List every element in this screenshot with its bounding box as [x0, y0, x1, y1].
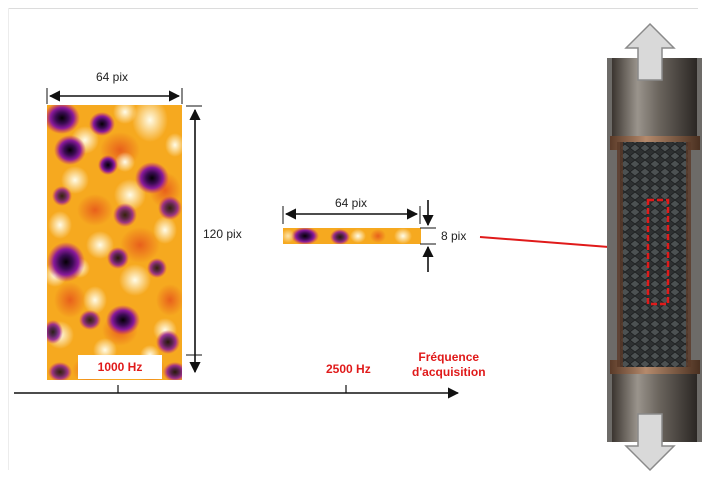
- heatmap-cold-spot: [135, 162, 169, 194]
- heatmap-cold-spot: [147, 258, 167, 278]
- heatmap-cold-spot: [47, 320, 63, 344]
- map-width-dimension: [46, 88, 183, 104]
- frame-top-border: [8, 8, 698, 9]
- map-width-label: 64 pix: [96, 70, 129, 84]
- heatmap-cold-spot: [163, 362, 182, 380]
- heatmap-warm-spot: [54, 282, 86, 318]
- heatmap-warm-spot: [156, 284, 182, 316]
- axis-title-line1: Fréquence: [418, 350, 480, 364]
- heatmap-hot-spot: [165, 133, 182, 157]
- heatmap-hot-spot: [113, 105, 137, 124]
- heatmap-cold-spot: [79, 310, 101, 330]
- strip-height-dimension: [420, 200, 436, 272]
- heatmap-hot-spot: [115, 152, 135, 172]
- specimen-photo: [607, 58, 702, 442]
- heatmap-cold-spot: [156, 330, 180, 354]
- heatmap-cold-spot: [158, 196, 182, 220]
- heatmap-warm-spot: [77, 194, 113, 226]
- strip-width-label: 64 pix: [335, 196, 368, 210]
- frequency-axis: [14, 385, 460, 399]
- heatmap-strip-2500hz: [283, 228, 421, 244]
- map-height-dimension: [186, 105, 202, 374]
- heatmap-cold-spot: [47, 105, 80, 134]
- heatmap-cold-spot: [47, 242, 85, 282]
- heatmap-cold-spot: [48, 362, 72, 380]
- heatmap-hot-spot: [119, 264, 151, 296]
- frame-left-border: [8, 8, 9, 470]
- heatmap-1000hz: [47, 105, 182, 380]
- axis-title: Fréquence d'acquisition: [412, 350, 486, 380]
- strip-width-dimension: [282, 206, 421, 224]
- heatmap-hot-spot: [132, 105, 168, 142]
- freq-label-1000hz: 1000 Hz: [78, 355, 162, 379]
- heatmap-cold-spot: [54, 135, 86, 165]
- map-height-label: 120 pix: [203, 227, 242, 241]
- heatmap-cold-spot: [98, 155, 118, 175]
- tension-arrow-up: [624, 22, 676, 81]
- strip-height-label: 8 pix: [441, 229, 467, 243]
- heatmap-cold-spot: [107, 247, 129, 269]
- heatmap-cold-spot: [89, 112, 115, 136]
- heatmap-hot-spot: [48, 211, 72, 239]
- heatmap-cold-spot: [52, 186, 72, 206]
- heatmap-hot-spot: [153, 216, 177, 244]
- heatmap-hot-spot: [61, 166, 89, 194]
- heatmap-warm-spot: [120, 227, 160, 263]
- axis-title-line2: d'acquisition: [412, 365, 486, 379]
- heatmap-hot-spot: [86, 231, 114, 259]
- freq-label-2500hz: 2500 Hz: [326, 362, 371, 376]
- heatmap-cold-spot: [106, 305, 140, 335]
- heatmap-cold-spot: [113, 203, 137, 227]
- heatmap-hot-spot: [83, 286, 107, 314]
- tension-arrow-down: [624, 413, 676, 472]
